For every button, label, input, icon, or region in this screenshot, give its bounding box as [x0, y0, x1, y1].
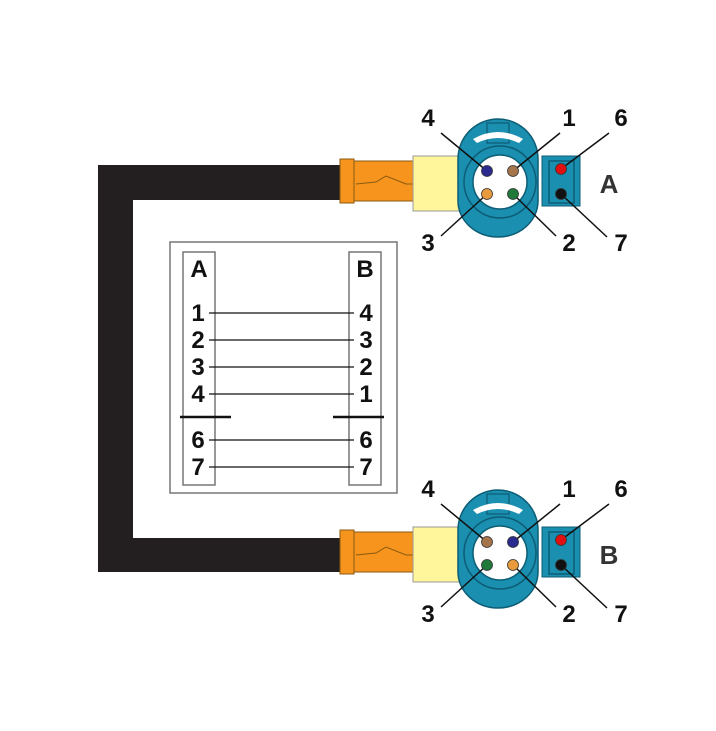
leader-line	[440, 132, 488, 172]
leader-line	[560, 193, 608, 238]
pin-a: 4	[191, 381, 205, 408]
pin-3	[481, 559, 493, 571]
pin-a: 1	[191, 300, 204, 327]
housing-ring	[463, 516, 537, 590]
pin-b: 1	[359, 381, 372, 408]
connector-label: B	[600, 540, 619, 570]
header-a: A	[190, 256, 207, 283]
pin-b: 3	[359, 327, 372, 354]
pin-label: 4	[421, 476, 435, 503]
aux-frame	[548, 160, 575, 204]
overmold-seam	[355, 546, 414, 556]
header-b: B	[356, 256, 373, 283]
column-b	[348, 251, 382, 486]
pin-label: 6	[614, 476, 627, 503]
leader-line	[512, 193, 557, 237]
pin-a: 7	[191, 454, 204, 481]
pin-2	[507, 188, 519, 200]
pin-b: 7	[359, 454, 372, 481]
pin-face	[472, 525, 528, 581]
cable	[98, 165, 345, 572]
pin-2	[507, 559, 519, 571]
pin-label: 2	[562, 230, 575, 257]
connector-a: 4 1 3 2 6 7 A	[339, 105, 628, 257]
pin-a: 6	[191, 427, 204, 454]
pin-label: 1	[562, 476, 575, 503]
pin-a: 2	[191, 327, 204, 354]
housing-ring	[463, 145, 537, 219]
pin-6	[555, 163, 567, 175]
latch-slot	[473, 132, 523, 143]
leader-line	[512, 503, 561, 543]
pin-b: 4	[359, 300, 373, 327]
connector-b: 4 1 3 2 6 7 B	[339, 476, 628, 628]
connector-label: A	[600, 169, 619, 199]
pin-label: 1	[562, 105, 575, 132]
pin-label: 7	[614, 230, 627, 257]
pin-4	[481, 165, 493, 177]
leader-line	[560, 564, 608, 609]
pin-7	[555, 188, 567, 200]
pin-4	[481, 536, 493, 548]
leader-line	[440, 564, 488, 608]
nut	[339, 529, 355, 575]
pin-label: 6	[614, 105, 627, 132]
pin-face	[472, 154, 528, 210]
overmold-seam	[355, 175, 414, 185]
pin-b: 2	[359, 354, 372, 381]
pin-b: 6	[359, 427, 372, 454]
leader-line	[560, 503, 610, 541]
nut	[339, 158, 355, 204]
pin-label: 4	[421, 105, 435, 132]
pin-7	[555, 559, 567, 571]
pin-label: 3	[421, 230, 434, 257]
boot	[412, 155, 462, 212]
latch-slot	[473, 503, 523, 514]
leader-line	[560, 132, 610, 170]
pin-1	[507, 536, 519, 548]
pin-a: 3	[191, 354, 204, 381]
pin-label: 2	[562, 601, 575, 628]
pin-3	[481, 188, 493, 200]
pin-1	[507, 165, 519, 177]
boot	[412, 526, 462, 583]
pin-label: 7	[614, 601, 627, 628]
pin-6	[555, 534, 567, 546]
pin-label: 3	[421, 601, 434, 628]
leader-line	[440, 503, 488, 543]
column-a	[182, 251, 216, 486]
aux-frame	[548, 531, 575, 575]
leader-line	[440, 193, 488, 237]
leader-line	[512, 132, 561, 172]
leader-line	[512, 564, 557, 608]
